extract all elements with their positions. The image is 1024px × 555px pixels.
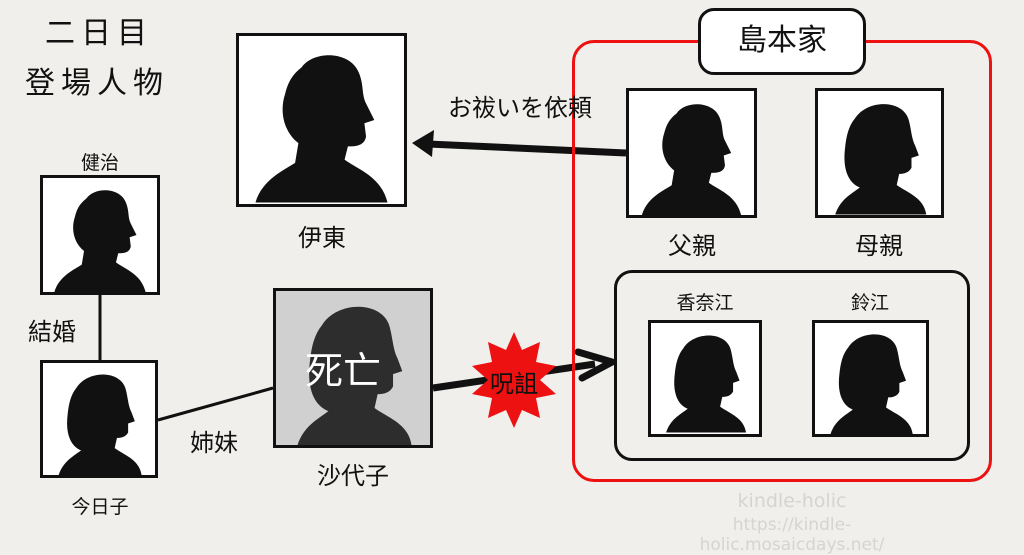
kanae-label: 香奈江	[676, 292, 734, 314]
kenji-label: 健治	[80, 152, 120, 174]
sisters-line	[157, 386, 274, 422]
daughters-group	[614, 270, 970, 461]
ito-label: 伊東	[298, 224, 346, 252]
kyoko-label: 今日子	[71, 496, 129, 518]
mother-label: 母親	[855, 232, 903, 260]
request-label: お祓いを依頼	[448, 94, 592, 122]
curse-arrowhead	[574, 348, 616, 382]
request-arrow	[427, 140, 627, 157]
father-portrait	[626, 88, 757, 218]
connector-layer	[98, 130, 627, 428]
title-characters: 登場人物	[25, 66, 169, 101]
kyoko-portrait	[40, 360, 158, 478]
kenji-portrait	[40, 175, 160, 295]
silhouette-icon	[43, 178, 157, 292]
father-label: 父親	[668, 232, 716, 260]
family-label: 島本家	[698, 8, 866, 75]
silhouette-icon	[818, 91, 941, 215]
sayoko-portrait	[273, 288, 433, 448]
sisters-label: 姉妹	[190, 429, 238, 457]
suzue-label: 鈴江	[850, 292, 890, 314]
dead-label: 死亡	[304, 349, 382, 393]
marriage-label: 結婚	[28, 318, 76, 346]
sayoko-label: 沙代子	[317, 462, 389, 490]
title-day: 二日目	[45, 16, 153, 51]
silhouette-icon	[651, 323, 759, 434]
mother-portrait	[815, 88, 944, 218]
silhouette-icon	[629, 91, 754, 215]
curse-burst-icon	[472, 332, 556, 428]
silhouette-icon	[815, 323, 926, 434]
request-arrowhead	[412, 130, 434, 157]
curse-label: 呪詛	[490, 370, 538, 398]
ito-portrait	[236, 33, 407, 207]
watermark-name: kindle-holic	[737, 490, 847, 512]
suzue-portrait	[812, 320, 929, 437]
silhouette-icon	[239, 36, 404, 204]
silhouette-icon	[43, 363, 155, 475]
watermark-url: https://kindle-holic.mosaicdays.net/	[699, 515, 885, 555]
kanae-portrait	[648, 320, 762, 437]
